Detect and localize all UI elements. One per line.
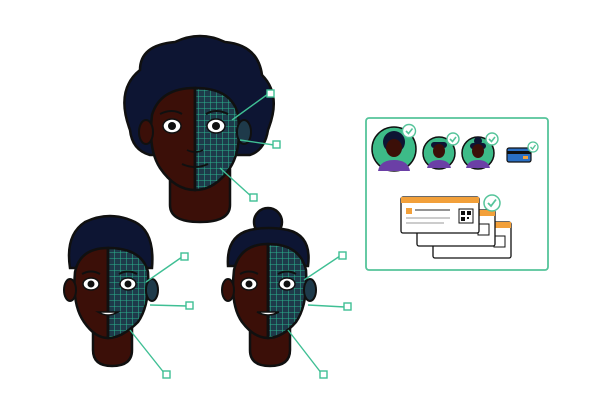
check-icon <box>527 141 539 153</box>
face-left <box>149 86 197 192</box>
scan-connectors <box>219 93 275 198</box>
avatar-verified-1 <box>371 123 417 172</box>
credit-card-icon <box>506 141 539 163</box>
face-mesh <box>106 246 150 340</box>
scan-nodes <box>162 252 194 379</box>
afro-face-scan <box>123 34 281 224</box>
qr-code-icon <box>458 208 474 224</box>
id-card-icon <box>400 194 501 234</box>
avatar-verified-3 <box>461 132 499 170</box>
woman-face-scan <box>221 206 352 379</box>
check-icon <box>401 123 417 139</box>
face-left <box>231 242 270 340</box>
avatar-verified-2 <box>422 132 460 170</box>
check-icon <box>446 132 460 146</box>
face-left <box>73 246 110 340</box>
scan-nodes <box>319 251 352 379</box>
scan-nodes <box>249 89 281 202</box>
face-mesh <box>266 242 308 340</box>
verification-panel <box>365 117 549 271</box>
man-face-scan <box>63 214 194 379</box>
scan-connectors <box>287 255 346 375</box>
face-mesh <box>193 86 241 192</box>
id-cards-stack <box>400 194 512 259</box>
check-icon <box>483 194 501 212</box>
check-icon <box>485 132 499 146</box>
scan-connectors <box>129 256 188 375</box>
